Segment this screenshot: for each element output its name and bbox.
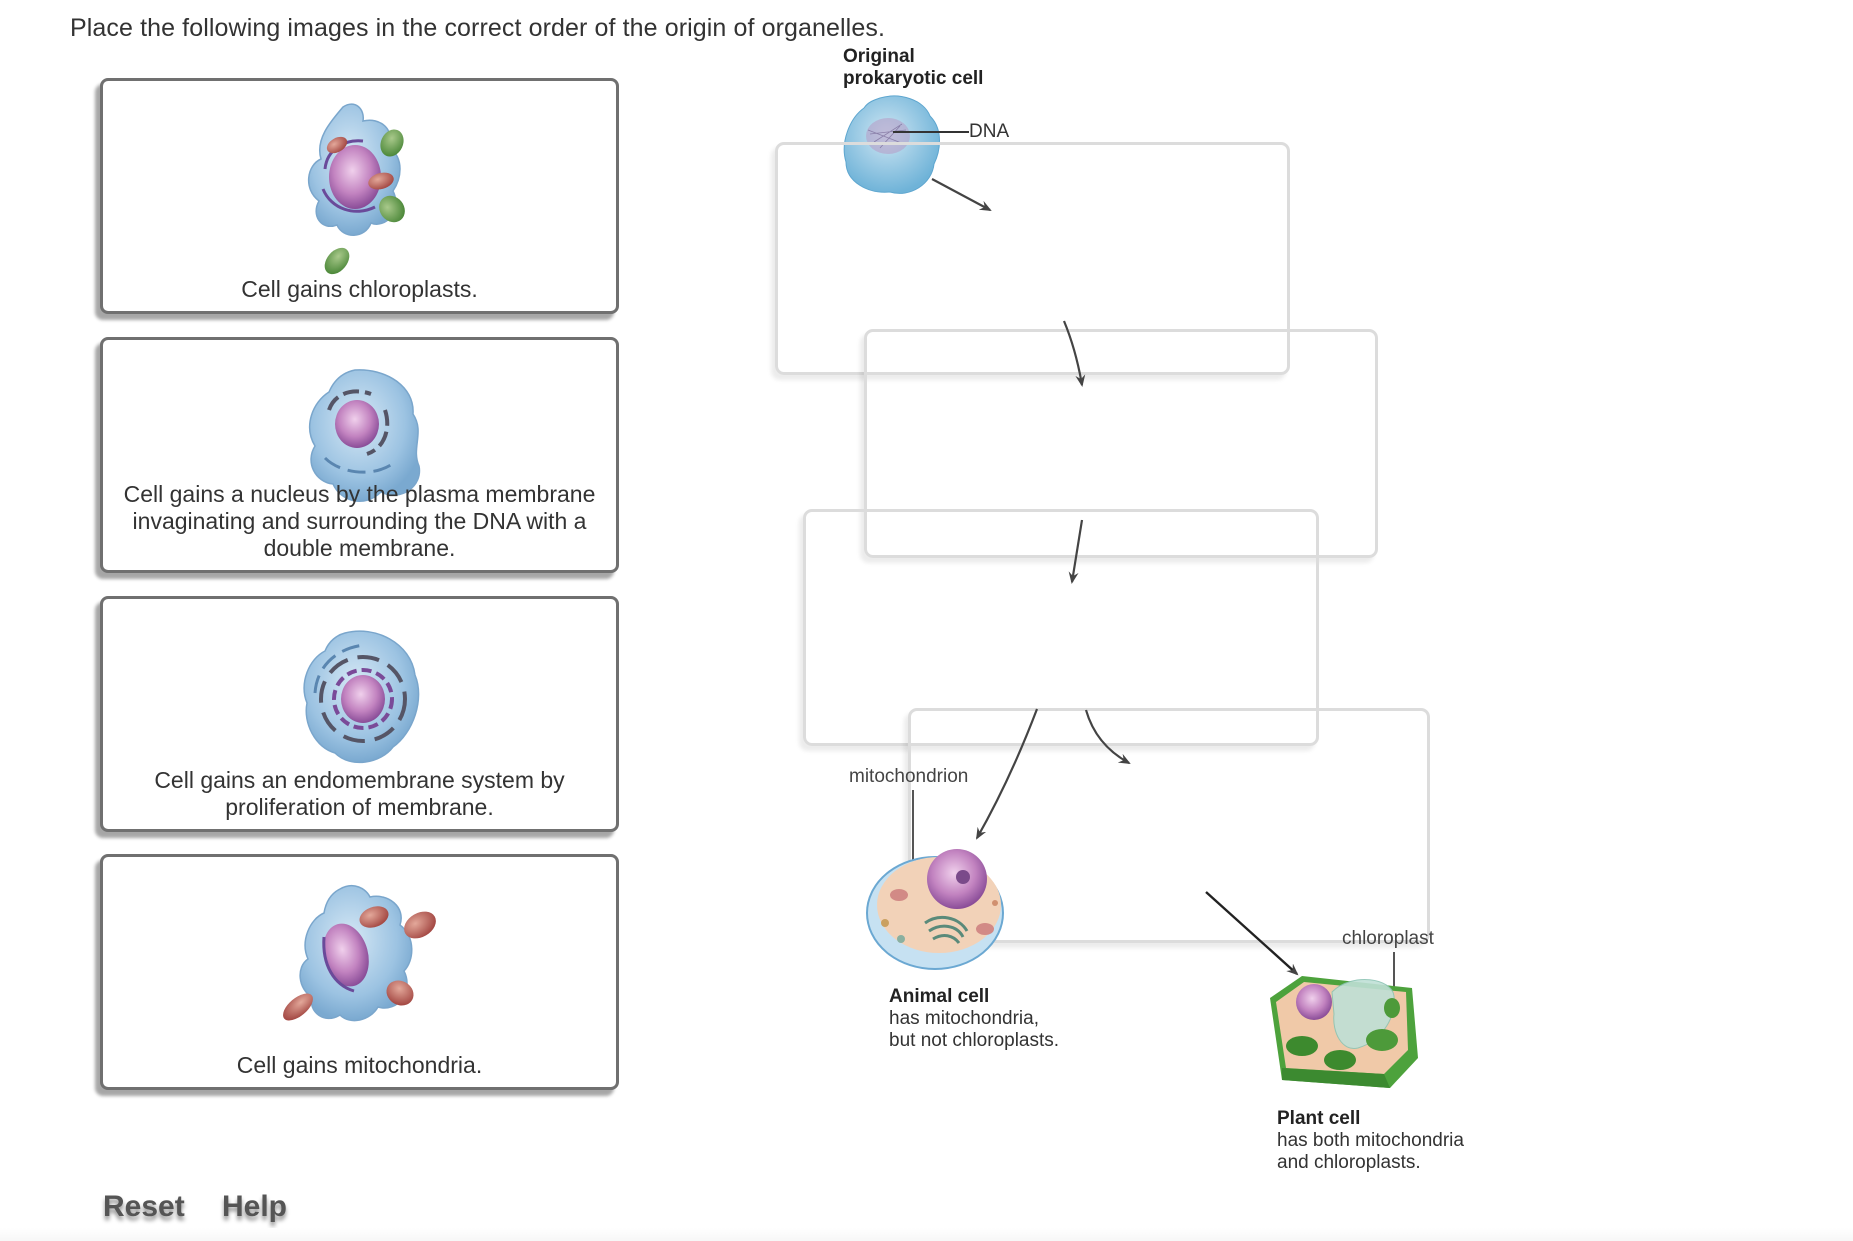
card-mitochondria[interactable]: Cell gains mitochondria. (100, 854, 619, 1090)
card-caption: Cell gains an endomembrane system by pro… (154, 767, 565, 820)
animal-cell-caption: Animal cell has mitochondria, but not ch… (889, 986, 1059, 1052)
chloroplast-leader-line (1393, 952, 1395, 1012)
animal-cell-icon (866, 849, 1004, 970)
instruction-text: Place the following images in the correc… (70, 14, 885, 42)
animal-cell-line1: has mitochondria, (889, 1008, 1039, 1029)
card-caption: Cell gains mitochondria. (236, 1052, 483, 1078)
card-chloroplasts[interactable]: Cell gains chloroplasts. (100, 78, 619, 314)
card-endomembrane[interactable]: Cell gains an endomembrane system by pro… (100, 596, 619, 832)
cell-with-mitochondria-icon (282, 885, 436, 1022)
drop-zone-4[interactable] (908, 708, 1430, 943)
plant-cell-icon (1270, 976, 1418, 1088)
drop-zone-1[interactable] (775, 142, 1290, 375)
original-cell-label-line1: Original (843, 46, 915, 67)
animal-cell-title: Animal cell (889, 986, 990, 1007)
card-caption: Cell gains a nucleus by the plasma membr… (123, 481, 596, 561)
cell-with-nucleus-icon (308, 369, 420, 502)
chloroplast-label: chloroplast (1342, 928, 1434, 949)
original-cell-label-line2: prokaryotic cell (843, 68, 984, 89)
mitochondrion-label: mitochondrion (849, 766, 969, 787)
card-caption: Cell gains chloroplasts. (241, 276, 478, 302)
help-button[interactable]: Help (222, 1190, 288, 1223)
animal-cell-line2: but not chloroplasts. (889, 1030, 1060, 1051)
drop-zone-3[interactable] (803, 509, 1319, 746)
bottom-band (0, 1228, 1853, 1241)
cell-with-endomembrane-icon (302, 630, 419, 764)
reset-button[interactable]: Reset (103, 1190, 185, 1223)
card-nucleus[interactable]: Cell gains a nucleus by the plasma membr… (100, 337, 619, 573)
mitochondrion-leader-line (912, 790, 914, 902)
plant-cell-line1: has both mitochondria (1277, 1130, 1464, 1151)
dna-label: DNA (969, 121, 1010, 142)
plant-cell-line2: and chloroplasts. (1277, 1152, 1421, 1173)
eukaryote-with-chloroplasts-icon (307, 103, 405, 275)
plant-cell-title: Plant cell (1277, 1108, 1361, 1129)
dna-leader-line (893, 131, 969, 133)
drop-zone-2[interactable] (864, 329, 1378, 558)
plant-cell-caption: Plant cell has both mitochondria and chl… (1277, 1108, 1464, 1174)
